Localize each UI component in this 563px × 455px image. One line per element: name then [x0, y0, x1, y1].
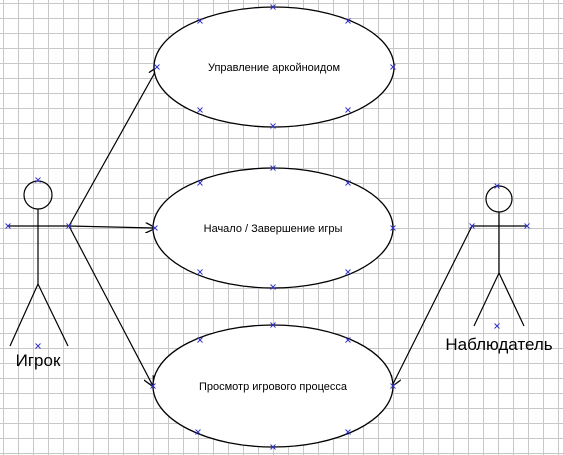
- use-case-label: Управление аркойноидом: [208, 62, 340, 74]
- selection-handle: [270, 4, 276, 10]
- selection-handle: [195, 429, 201, 435]
- actor-left-leg: [473, 272, 500, 327]
- association-observer-uc3[interactable]: [392, 225, 473, 386]
- actor-observer[interactable]: Наблюдатель: [445, 185, 553, 354]
- selection-handle: [5, 223, 11, 229]
- actor-player[interactable]: Игрок: [8, 180, 69, 370]
- selection-handle: [494, 183, 500, 189]
- selection-handle: [390, 225, 396, 231]
- actor-right-leg: [498, 272, 525, 327]
- use-case-control-arkanoid[interactable]: Управление аркойноидом: [153, 6, 395, 128]
- association-player-uc2[interactable]: [68, 226, 155, 228]
- selection-handle: [197, 107, 203, 113]
- selection-handle: [469, 223, 475, 229]
- selection-handle: [270, 123, 276, 129]
- selection-handles: [5, 4, 530, 450]
- actor-head: [485, 185, 513, 213]
- selection-handle: [270, 444, 276, 450]
- actor-head: [23, 180, 53, 210]
- selection-handle: [154, 64, 160, 70]
- selection-handle: [35, 177, 41, 183]
- selection-handle: [345, 269, 351, 275]
- selection-handle: [270, 165, 276, 171]
- use-case-label: Просмотр игрового процесса: [199, 381, 348, 393]
- selection-handle: [35, 343, 41, 349]
- selection-handle: [197, 180, 203, 186]
- association-player-uc1[interactable]: [68, 67, 158, 227]
- selection-handle: [270, 284, 276, 290]
- selection-handle: [345, 180, 351, 186]
- selection-handle: [390, 383, 396, 389]
- selection-handle: [66, 223, 72, 229]
- selection-handle: [345, 337, 351, 343]
- use-case-label: Начало / Завершение игры: [204, 223, 343, 235]
- selection-handle: [345, 107, 351, 113]
- selection-handle: [197, 269, 203, 275]
- selection-handle: [345, 18, 351, 24]
- selection-handle: [150, 383, 156, 389]
- selection-handle: [197, 337, 203, 343]
- actor-label: Наблюдатель: [445, 335, 552, 354]
- use-case-view-gameplay[interactable]: Просмотр игрового процесса: [152, 324, 394, 448]
- use-case-start-end-game[interactable]: Начало / Завершение игры: [152, 167, 394, 289]
- selection-handle: [270, 322, 276, 328]
- selection-handle: [197, 18, 203, 24]
- selection-handle: [152, 225, 158, 231]
- actor-left-leg: [9, 283, 39, 347]
- selection-handle: [345, 429, 351, 435]
- associations: [68, 67, 473, 386]
- actor-right-leg: [37, 283, 69, 347]
- actor-label: Игрок: [16, 351, 61, 370]
- selection-handle: [390, 64, 396, 70]
- selection-handle: [494, 323, 500, 329]
- association-player-uc3[interactable]: [68, 225, 153, 386]
- selection-handle: [524, 223, 530, 229]
